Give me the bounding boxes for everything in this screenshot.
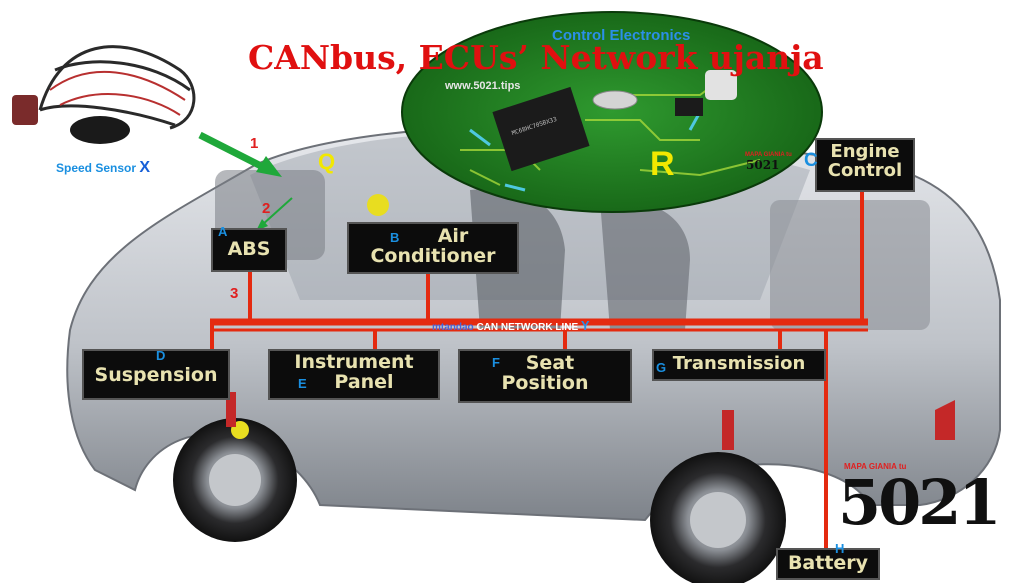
letter-d: D <box>156 348 166 363</box>
sensor-head <box>70 116 130 144</box>
ecu-transmission: Transmission <box>652 349 826 381</box>
step-number-3: 3 <box>230 285 239 302</box>
ecu-battery: Battery <box>776 548 880 580</box>
control-electronics-board <box>401 11 823 213</box>
arrow-2 <box>261 197 293 226</box>
step-number-2: 2 <box>262 200 271 217</box>
buzzer <box>705 70 737 100</box>
brake-caliper <box>367 194 389 216</box>
ecu-engine-line1: Engine <box>830 141 900 162</box>
speed-sensor-harness <box>38 45 196 130</box>
microcontroller-chip <box>492 86 590 172</box>
letter-e: E <box>298 376 307 391</box>
ecu-suspension-label: Suspension <box>94 364 218 386</box>
ecu-seat-position: Seat Position <box>458 349 632 403</box>
letter-a: A <box>218 224 228 239</box>
letter-y: Y <box>580 318 590 333</box>
ecu-transmission-label: Transmission <box>672 353 806 374</box>
sensor-connector <box>12 95 38 125</box>
suspension-spring <box>226 392 236 427</box>
logo-5021: 5021 <box>838 466 1002 539</box>
engine-block <box>770 200 930 330</box>
ecu-instrument-panel: Instrument Panel <box>268 349 440 400</box>
speed-sensor-caption: Speed Sensor X <box>56 159 150 177</box>
letter-r: R <box>650 145 675 183</box>
ecu-air-conditioner: Air Conditioner <box>347 222 519 274</box>
bus-label: CAN NETWORK LINE <box>476 322 579 333</box>
crystal-oscillator <box>592 90 638 110</box>
letter-b: B <box>390 230 400 245</box>
control-electronics-title: Control Electronics <box>552 27 691 44</box>
suspension-spring <box>722 410 734 450</box>
letter-g: G <box>656 360 667 375</box>
bus-prefix: mtandao <box>432 322 474 333</box>
car-seat <box>600 199 690 330</box>
ecu-suspension: Suspension <box>82 349 230 400</box>
ecu-instrument-line2: Panel <box>334 370 394 393</box>
letter-f: F <box>492 355 500 370</box>
can-network-line-label: mtandao CAN NETWORK LINE Y <box>432 318 590 333</box>
step-number-1: 1 <box>250 135 259 152</box>
ecu-abs: ABS <box>211 228 287 272</box>
mini-logo-tagline: MAPA GIANIA tu <box>745 152 792 158</box>
ecu-air-line2: Conditioner <box>370 244 496 267</box>
small-chip <box>675 98 703 116</box>
ecu-abs-label: ABS <box>227 238 271 260</box>
ecu-air-line1: Air <box>437 225 469 247</box>
letter-c: C <box>804 150 818 171</box>
ecu-seat-line2: Position <box>501 371 589 394</box>
logo-tagline: MAPA GIANIA tu <box>844 462 907 471</box>
arrow-1 <box>198 131 267 172</box>
ecu-battery-label: Battery <box>787 552 869 574</box>
page-title: CANbus, ECUs’ Network ujanja <box>248 38 824 77</box>
letter-x: X <box>139 159 151 176</box>
mini-logo-5021: 5021 <box>746 158 780 172</box>
letter-q: Q <box>318 149 336 174</box>
ecu-engine-line2: Control <box>827 159 903 181</box>
speed-sensor-label: Speed Sensor <box>56 161 137 175</box>
ecu-seat-line1: Seat <box>525 352 575 374</box>
ecu-engine-control: Engine Control <box>815 138 915 192</box>
letter-h: H <box>835 541 845 556</box>
ecu-instrument-line1: Instrument <box>294 351 414 373</box>
website-url: www.5021.tips <box>445 80 521 92</box>
can-bus-lines <box>210 192 868 548</box>
